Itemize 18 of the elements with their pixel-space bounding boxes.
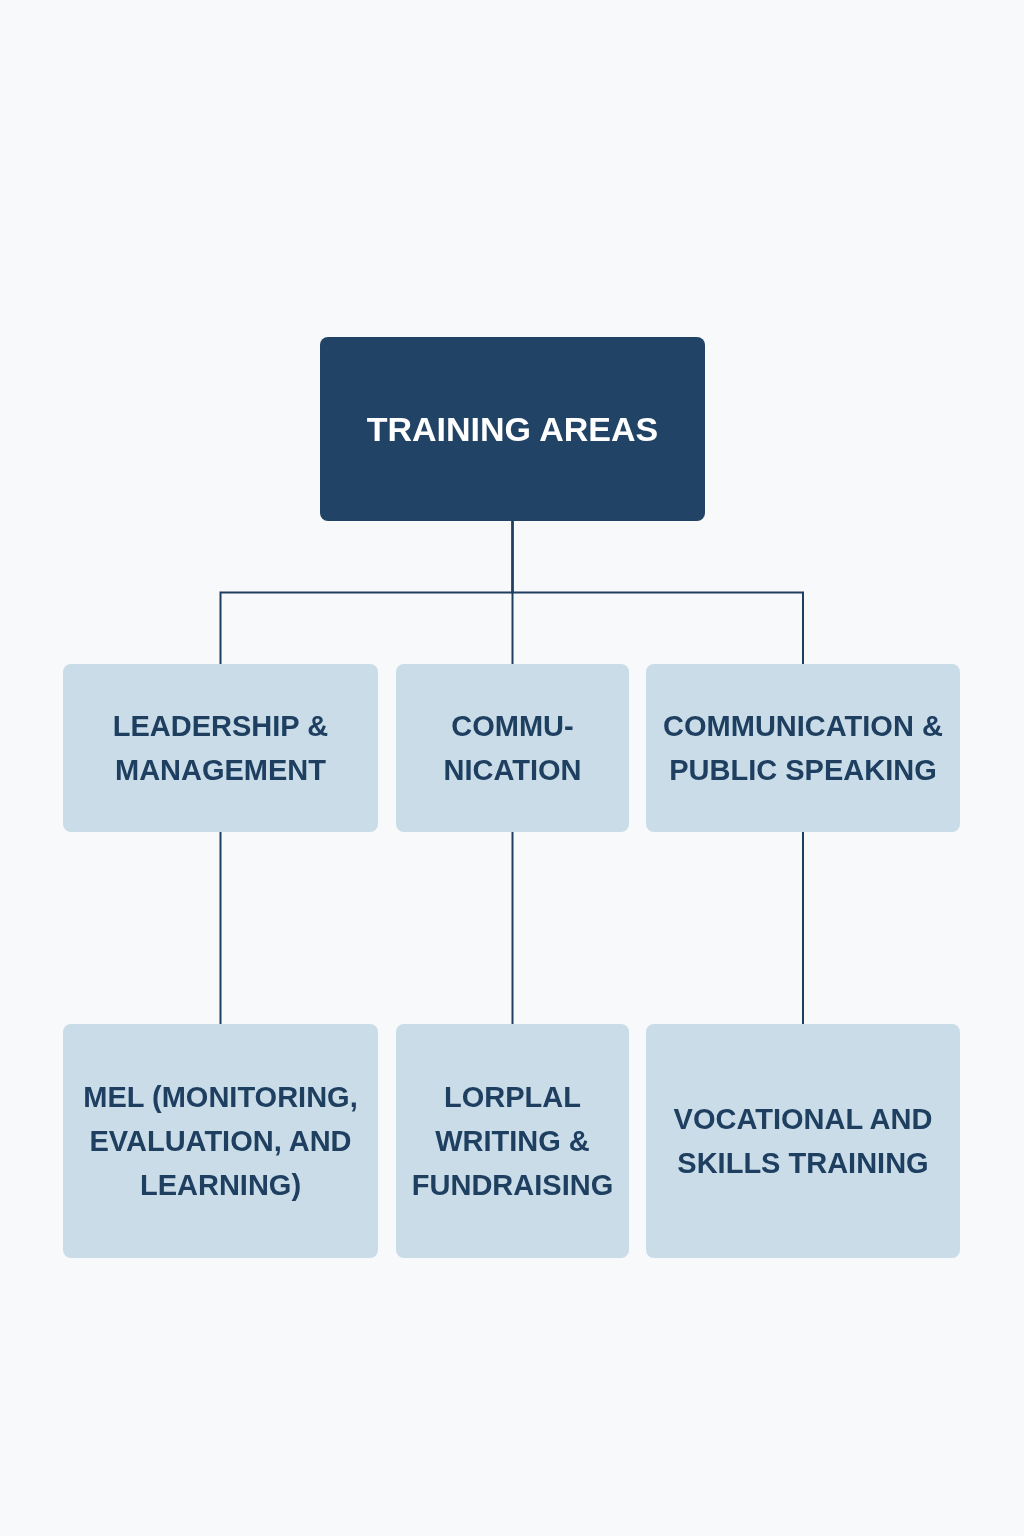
connector-line — [511, 831, 514, 1025]
node-label: VOCATIONAL AND SKILLS TRAINING — [672, 1102, 934, 1181]
node-label: COMMU- NICATION — [442, 709, 583, 788]
node-label: LEADERSHIP & MANAGEMENT — [111, 709, 330, 788]
node-label: MEL (MONITORING, EVALUATION, AND LEARNING) — [82, 1080, 359, 1203]
node-label: TRAINING AREAS — [366, 409, 659, 450]
category-box — [63, 1024, 378, 1258]
category-box — [646, 664, 960, 832]
connector-line — [511, 520, 804, 665]
root-box — [320, 337, 705, 521]
category-box — [646, 1024, 960, 1258]
category-box — [63, 664, 378, 832]
connector-line — [802, 831, 804, 1025]
node-label: COMMUNICATION & PUBLIC SPEAKING — [662, 709, 944, 788]
category-box — [396, 664, 629, 832]
node-label: LORPLAL WRITING & FUNDRAISING — [410, 1080, 615, 1203]
category-box — [396, 1024, 629, 1258]
connector-line — [219, 831, 222, 1025]
